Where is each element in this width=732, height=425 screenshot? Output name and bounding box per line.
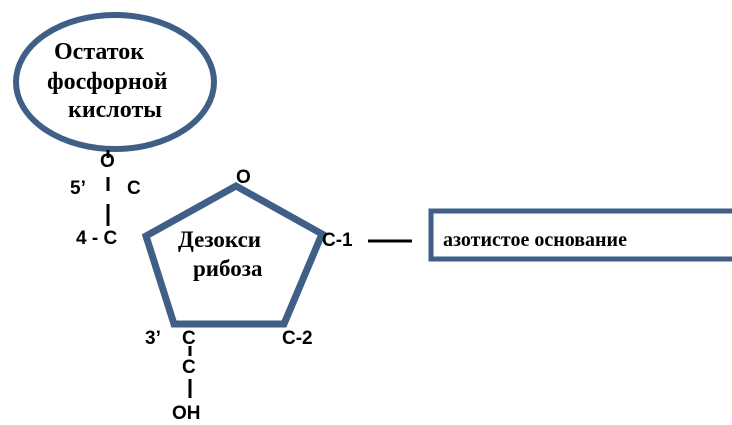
base-box	[428, 208, 732, 262]
base-label: азотистое основание	[443, 229, 627, 251]
phosphate-label-line1: Остаток	[54, 39, 145, 65]
sugar-label-line2: рибоза	[193, 256, 263, 281]
atom-c-lower: C	[182, 357, 196, 378]
atom-c3-prime: 3’	[145, 328, 161, 349]
phosphate-label-line3: кислоты	[68, 97, 162, 123]
atom-ring-o: O	[236, 167, 251, 188]
sugar-label-line1: Дезокси	[178, 227, 262, 252]
phosphate-oval	[13, 12, 217, 152]
atom-c1: C-1	[322, 230, 353, 251]
atom-c5-prime: 5’	[70, 178, 86, 199]
atom-o-link: O	[100, 151, 115, 172]
deoxyribose-ring	[141, 181, 327, 328]
atom-c2: C-2	[282, 328, 313, 349]
phosphate-label-line2: фосфорной	[47, 69, 168, 95]
atom-c4: 4 - C	[76, 228, 118, 249]
atom-oh: OH	[172, 403, 201, 424]
atom-c5: C	[127, 178, 141, 199]
atom-c3: C	[182, 328, 196, 349]
